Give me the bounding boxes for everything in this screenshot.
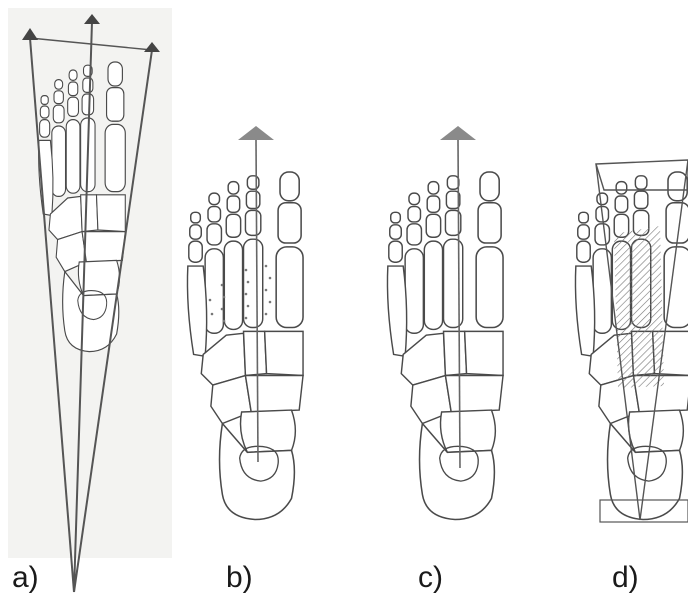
panel-a	[8, 8, 172, 592]
panel-b	[187, 126, 303, 520]
foot-skeleton-b	[187, 172, 303, 520]
arrow-head-b	[238, 126, 274, 140]
panel-label-d: d)	[612, 563, 639, 593]
hatched-wedge	[614, 226, 664, 388]
panel-label-a: a)	[12, 563, 39, 593]
panel-label-c: c)	[418, 563, 443, 593]
panel-c	[387, 126, 503, 520]
foot-skeleton-c	[387, 172, 503, 520]
panel-label-b: b)	[226, 563, 253, 593]
arrow-head-c	[440, 126, 476, 140]
panel-d	[575, 160, 688, 522]
